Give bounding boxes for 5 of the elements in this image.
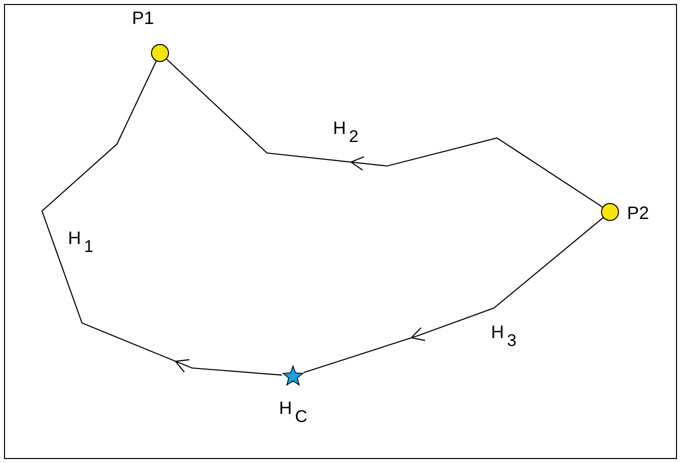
- point-label: P2: [627, 204, 650, 222]
- path-arrow: [41, 60, 283, 376]
- point-label: P1: [132, 9, 154, 27]
- path-arrow: [302, 217, 604, 374]
- path-arrow: [166, 58, 604, 208]
